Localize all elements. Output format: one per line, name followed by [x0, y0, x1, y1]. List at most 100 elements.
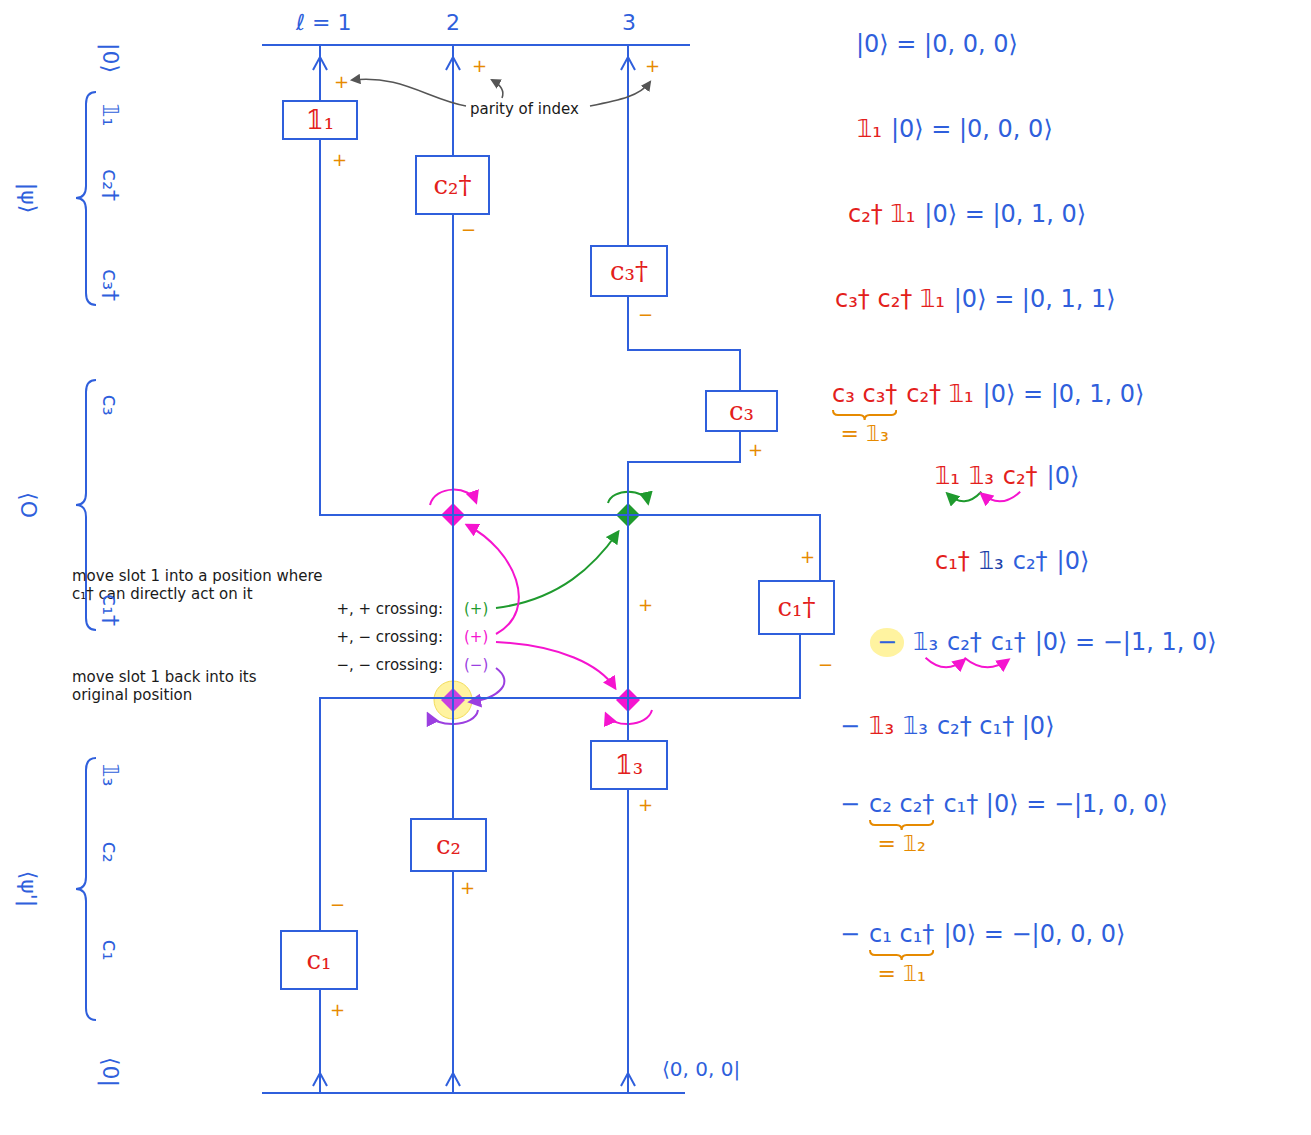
parity-sign: + [460, 877, 475, 898]
equation-term: 𝟙₃ [903, 712, 928, 741]
parity-sign: + [645, 55, 660, 76]
operator-sequence-label: ⟨ψ'| [16, 871, 41, 908]
wire-connector [628, 432, 740, 740]
equation-term: |0⟩ [1057, 547, 1090, 576]
operator-label: c₂ [436, 831, 461, 860]
equation-row: c₃ c₃†= 𝟙₃c₂† 𝟙₁|0⟩ = |0, 1, 0⟩ [832, 380, 1144, 447]
equation-term: |0⟩ = |0, 0, 0⟩ [856, 30, 1018, 59]
equation-term: |0⟩ = −|0, 0, 0⟩ [943, 920, 1125, 949]
label-box: + [638, 595, 653, 616]
wire-connector [628, 297, 740, 390]
equation-row: 𝟙₁𝟙₃c₂†|0⟩ [935, 462, 1079, 491]
equation-term: 𝟙₃ [869, 712, 894, 741]
annotation-text: −, − crossing: [334, 656, 445, 674]
brace [76, 758, 96, 1020]
underbrace-group: c₂ c₂†= 𝟙₂ [869, 790, 934, 857]
operator-box: c₂ [410, 818, 487, 872]
label-box: + [460, 878, 475, 899]
underbrace-label: = 𝟙₁ [878, 961, 926, 987]
move-arrow [926, 658, 965, 668]
equation-term: c₃† c₂† 𝟙₁ [835, 285, 945, 314]
equation-term: 𝟙₃ [969, 462, 994, 491]
label-box: − [638, 305, 653, 326]
parity-sign: − [638, 304, 653, 325]
operator-box: c₃ [705, 390, 778, 432]
wire-connector [320, 635, 800, 930]
parity-sign: + [332, 149, 347, 170]
annotation-text: move slot 1 back into its original posit… [72, 668, 257, 704]
equation-row: c₂† 𝟙₁|0⟩ = |0, 1, 0⟩ [848, 200, 1086, 229]
wire [319, 990, 321, 1093]
label-box: (+) [462, 628, 490, 646]
annotation-text: parity of index [470, 100, 579, 118]
operator-sequence-label: ⟨0| [98, 1057, 123, 1087]
annotation-text: ⟨0, 0, 0| [662, 1057, 740, 1081]
leader-arrow [590, 82, 650, 106]
underbrace-group: c₃ c₃†= 𝟙₃ [832, 380, 897, 447]
parity-sign: + [800, 546, 815, 567]
equation-term: |0⟩ = |0, 1, 1⟩ [954, 285, 1116, 314]
label-box: + [334, 72, 349, 93]
equation-term: c₂† [1013, 547, 1048, 576]
annotation-text: ℓ = 1 [296, 10, 352, 35]
operator-box: 𝟙₃ [590, 740, 668, 790]
up-arrow [313, 57, 327, 70]
label-box: ⟨0| [97, 1057, 122, 1087]
wire [452, 872, 454, 1093]
leader-arrow [352, 79, 466, 106]
equation-term: c₂† 𝟙₁ [848, 200, 915, 229]
annotation-text: 3 [622, 10, 636, 35]
operator-sequence-label: c₁† [98, 594, 123, 626]
top-bar [262, 44, 690, 46]
underbrace-label: = 𝟙₃ [841, 421, 889, 447]
up-arrow [446, 1073, 460, 1086]
label-box: c₃ [97, 395, 122, 416]
equation-term: − [840, 712, 860, 741]
equation-term: |0⟩ = |0, 1, 0⟩ [983, 380, 1145, 409]
underbrace-stroke [870, 820, 933, 830]
equation-row: −𝟙₃c₂†c₁†|0⟩ = −|1, 1, 0⟩ [870, 628, 1217, 657]
label-box: + [645, 56, 660, 77]
label-box: ℓ = 1 [296, 10, 352, 35]
parity-sign: + [472, 55, 487, 76]
label-box: ⟨ψ'| [15, 871, 40, 908]
operator-label: c₂† [434, 171, 472, 200]
up-arrow [313, 1073, 327, 1086]
label-box: − [330, 895, 345, 916]
operator-sequence-label: c₂ [98, 842, 123, 863]
operator-label: c₁ [307, 946, 332, 975]
equation-term: − [870, 628, 904, 657]
label-box: c₃† [97, 269, 122, 301]
wire-connector [320, 140, 820, 580]
operator-sequence-label: c₃† [98, 269, 123, 301]
equation-term: c₁ c₁† [869, 920, 934, 949]
underbrace-group: c₁ c₁† = 𝟙₁ [869, 920, 934, 987]
label-box: + [638, 795, 653, 816]
equation-row: c₃† c₂† 𝟙₁ |0⟩ = |0, 1, 1⟩ [835, 285, 1116, 314]
operator-sequence-label: c₃ [98, 395, 123, 416]
parity-sign: + [748, 439, 763, 460]
label-box: (+) [462, 600, 490, 618]
operator-sequence-label: |ψ⟩ [16, 183, 41, 214]
up-arrow [446, 57, 460, 70]
annotation-text: (+) [462, 600, 490, 618]
brace [76, 92, 96, 305]
parity-sign: − [461, 219, 476, 240]
label-box: + [800, 547, 815, 568]
annotation-text: +, + crossing: [334, 600, 445, 618]
underbrace-stroke [833, 410, 896, 420]
equation-row: −𝟙₃𝟙₃c₂† c₁† |0⟩ [840, 712, 1055, 741]
parity-sign: + [638, 794, 653, 815]
operator-sequence-label: c₁ [98, 940, 123, 961]
equation-row: 𝟙₁|0⟩ = |0, 0, 0⟩ [857, 115, 1053, 144]
equation-term: 𝟙₃ [979, 547, 1004, 576]
label-box: 𝟙₃ [97, 764, 122, 787]
label-box: 2 [446, 10, 460, 35]
wire [627, 790, 629, 1093]
operator-label: 𝟙₁ [306, 106, 335, 135]
equation-term: c₂† [1003, 462, 1038, 491]
label-box: + [748, 440, 763, 461]
underbrace-stroke [870, 950, 933, 960]
equation-term: c₂ c₂† [869, 790, 934, 819]
